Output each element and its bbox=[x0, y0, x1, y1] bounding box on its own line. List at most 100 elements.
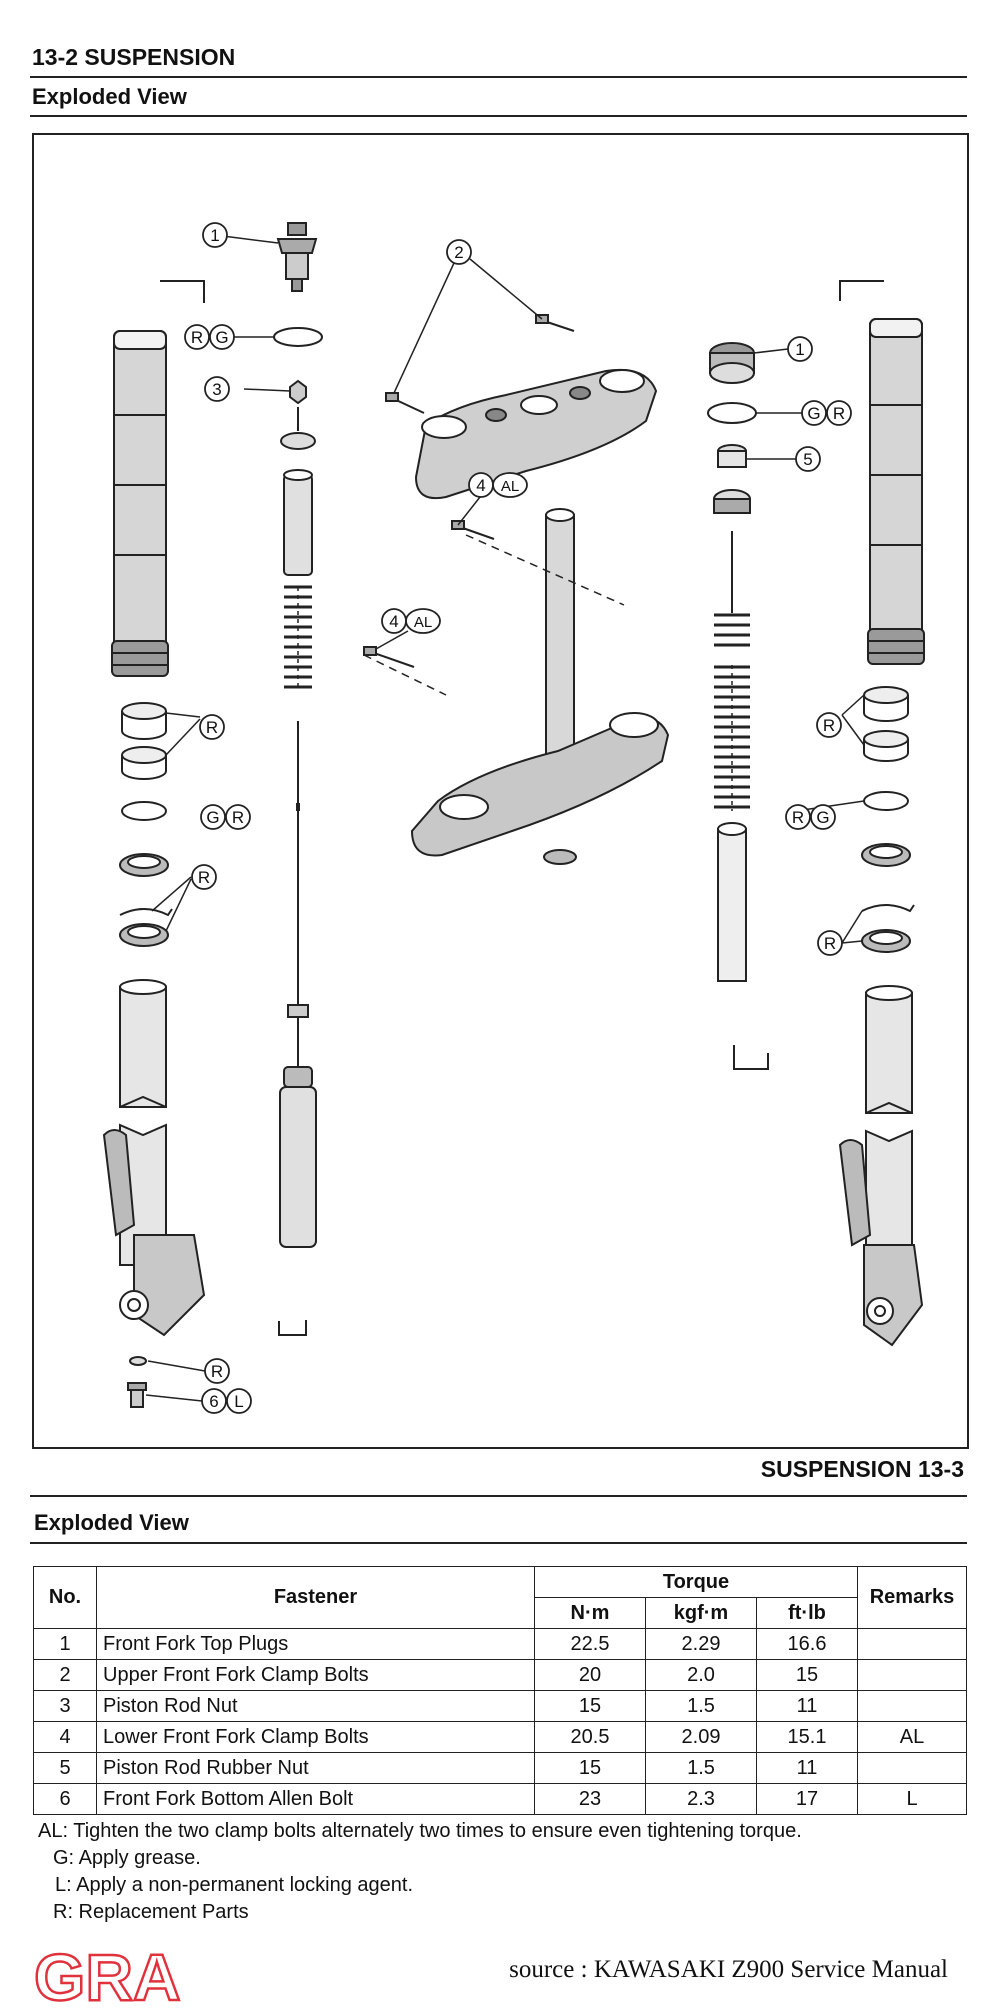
header-rule bbox=[30, 76, 967, 78]
callout-R-right-bushing: R bbox=[816, 712, 842, 738]
right-fork-top-plug bbox=[709, 342, 755, 384]
cell-kgfm: 2.3 bbox=[645, 1783, 757, 1815]
callout-1-right: 1 bbox=[787, 336, 813, 362]
cell-nm: 23 bbox=[534, 1783, 646, 1815]
svg-text:L: L bbox=[234, 1392, 243, 1411]
callout-G-R-left-seal: G R bbox=[200, 804, 251, 830]
left-fork-bushings bbox=[119, 702, 173, 947]
svg-text:G: G bbox=[206, 808, 219, 827]
cell-no: 3 bbox=[33, 1690, 97, 1722]
callout-4-AL-lower: 4 AL bbox=[381, 608, 441, 634]
right-fork-inner-tube bbox=[838, 985, 924, 1347]
svg-text:AL: AL bbox=[414, 614, 432, 631]
section-title: Exploded View bbox=[32, 84, 187, 109]
svg-text:1: 1 bbox=[210, 226, 219, 245]
svg-text:1: 1 bbox=[795, 340, 804, 359]
table-row: 3 Piston Rod Nut 15 1.5 11 bbox=[33, 1690, 967, 1722]
col-ftlb: ft·lb bbox=[756, 1597, 858, 1629]
left-fork-inner-tube bbox=[102, 979, 206, 1408]
cell-ftlb: 15.1 bbox=[756, 1721, 858, 1753]
svg-text:G: G bbox=[807, 404, 820, 423]
col-fastener: Fastener bbox=[96, 1566, 535, 1629]
left-fork-rod bbox=[278, 721, 317, 1336]
piston-rod-nut bbox=[280, 379, 316, 450]
svg-text:R: R bbox=[211, 1362, 223, 1381]
svg-text:3: 3 bbox=[212, 380, 221, 399]
svg-text:5: 5 bbox=[803, 450, 812, 469]
cell-ftlb: 15 bbox=[756, 1659, 858, 1691]
col-no: No. bbox=[33, 1566, 97, 1629]
cell-ftlb: 11 bbox=[756, 1752, 858, 1784]
table-row: 4 Lower Front Fork Clamp Bolts 20.5 2.09… bbox=[33, 1721, 967, 1753]
svg-text:R: R bbox=[792, 808, 804, 827]
cell-remarks bbox=[857, 1752, 967, 1784]
page2-section-title: Exploded View bbox=[34, 1510, 189, 1535]
callout-3: 3 bbox=[204, 376, 230, 402]
cell-nm: 15 bbox=[534, 1752, 646, 1784]
callout-R-left-bushing: R bbox=[199, 714, 225, 740]
upper-fork-clamp bbox=[385, 314, 658, 499]
cell-fastener: Front Fork Top Plugs bbox=[96, 1628, 535, 1660]
callout-R-G-right-seal: R G bbox=[785, 804, 836, 830]
svg-text:R: R bbox=[206, 718, 218, 737]
cell-nm: 20.5 bbox=[534, 1721, 646, 1753]
svg-text:AL: AL bbox=[501, 478, 519, 495]
cell-no: 4 bbox=[33, 1721, 97, 1753]
cell-fastener: Front Fork Bottom Allen Bolt bbox=[96, 1783, 535, 1815]
cell-ftlb: 11 bbox=[756, 1690, 858, 1722]
page2-title: SUSPENSION 13-3 bbox=[760, 1456, 964, 1482]
callout-R-right-clip: R bbox=[817, 930, 843, 956]
torque-table: No. Fastener Torque Remarks N·m kgf·m ft… bbox=[33, 1566, 967, 1815]
spring-collar bbox=[283, 469, 313, 576]
header-rule bbox=[30, 115, 967, 117]
svg-text:G: G bbox=[816, 808, 829, 827]
exploded-view-diagram: 1 R G 3 2 4 AL 4 AL 1 G R 5 R G R R R 6 … bbox=[32, 133, 969, 1449]
left-short-spring bbox=[284, 585, 312, 691]
callout-4-AL-upper: 4 AL bbox=[468, 472, 528, 498]
source-credit: source : KAWASAKI Z900 Service Manual bbox=[509, 1956, 948, 1983]
svg-text:GRA: GRA bbox=[34, 1940, 181, 2010]
left-fork-outer-tube bbox=[111, 280, 205, 677]
cell-kgfm: 1.5 bbox=[645, 1690, 757, 1722]
svg-text:R: R bbox=[833, 404, 845, 423]
svg-text:R: R bbox=[823, 716, 835, 735]
callout-R-left-clip: R bbox=[191, 864, 217, 890]
svg-text:6: 6 bbox=[209, 1392, 218, 1411]
cell-remarks bbox=[857, 1659, 967, 1691]
col-remarks: Remarks bbox=[857, 1566, 967, 1629]
table-row: 5 Piston Rod Rubber Nut 15 1.5 11 bbox=[33, 1752, 967, 1784]
callout-G-R-right: G R bbox=[801, 400, 852, 426]
cell-fastener: Piston Rod Rubber Nut bbox=[96, 1752, 535, 1784]
callout-5: 5 bbox=[795, 446, 821, 472]
cell-fastener: Piston Rod Nut bbox=[96, 1690, 535, 1722]
lower-fork-clamp bbox=[363, 508, 670, 865]
cell-no: 6 bbox=[33, 1783, 97, 1815]
cell-ftlb: 17 bbox=[756, 1783, 858, 1815]
gra-logo: GRA bbox=[33, 1940, 182, 2010]
header-rule bbox=[30, 1542, 967, 1544]
page-title: 13-2 SUSPENSION bbox=[32, 44, 236, 70]
cell-no: 2 bbox=[33, 1659, 97, 1691]
svg-text:R: R bbox=[198, 868, 210, 887]
right-fork-bushings bbox=[861, 686, 915, 953]
col-kgfm: kgf·m bbox=[645, 1597, 757, 1629]
rubber-nut bbox=[713, 444, 751, 514]
cell-kgfm: 2.0 bbox=[645, 1659, 757, 1691]
notes: AL: Tighten the two clamp bolts alternat… bbox=[38, 1818, 802, 1926]
svg-text:R: R bbox=[191, 328, 203, 347]
cell-ftlb: 16.6 bbox=[756, 1628, 858, 1660]
cell-fastener: Lower Front Fork Clamp Bolts bbox=[96, 1721, 535, 1753]
cell-remarks bbox=[857, 1690, 967, 1722]
table-row: 1 Front Fork Top Plugs 22.5 2.29 16.6 bbox=[33, 1628, 967, 1660]
leader-lines bbox=[145, 234, 865, 1402]
cell-remarks: L bbox=[857, 1783, 967, 1815]
cell-nm: 15 bbox=[534, 1690, 646, 1722]
svg-text:2: 2 bbox=[454, 243, 463, 262]
callout-6-L: 6 L bbox=[201, 1388, 252, 1414]
callout-R-left-washer: R bbox=[204, 1358, 230, 1384]
svg-text:R: R bbox=[232, 808, 244, 827]
cell-nm: 22.5 bbox=[534, 1628, 646, 1660]
callout-2: 2 bbox=[446, 239, 472, 265]
callout-R-G-left: R G bbox=[184, 324, 235, 350]
right-o-ring bbox=[707, 402, 757, 424]
